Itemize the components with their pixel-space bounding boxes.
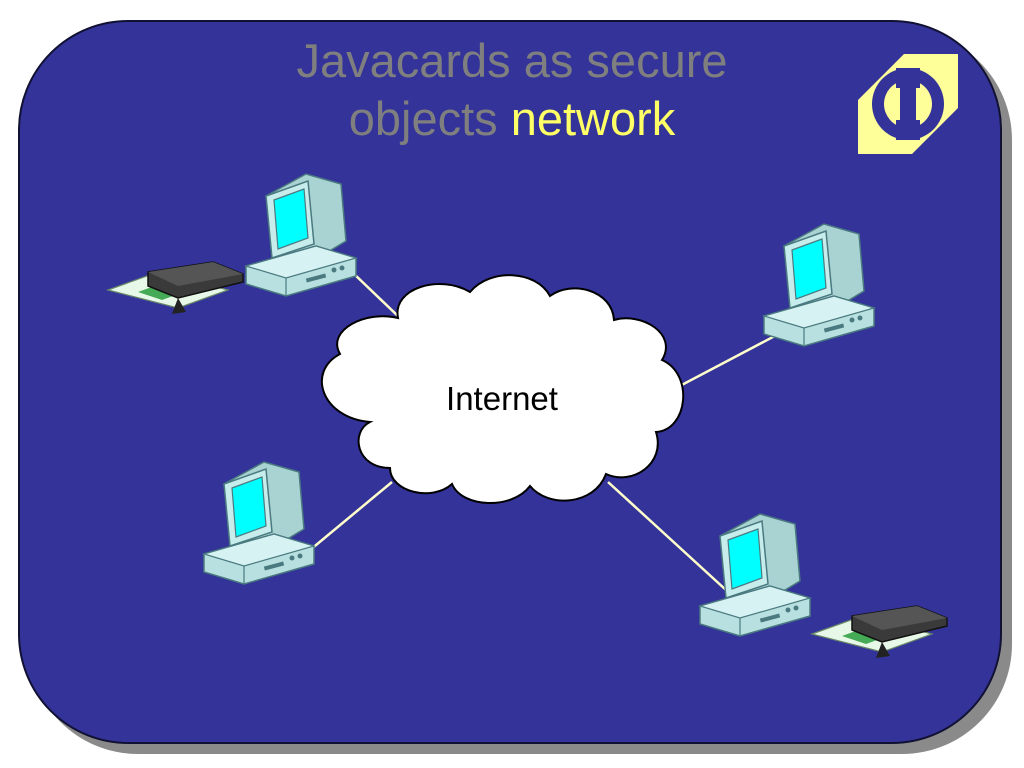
computer-icon — [699, 513, 811, 637]
computer-icon — [763, 223, 875, 347]
logo-icon — [858, 54, 958, 154]
title-line-1: Javacards as secure — [296, 34, 728, 87]
link-top-left — [351, 271, 401, 319]
cloud-label: Internet — [446, 380, 558, 417]
link-bottom-right — [607, 481, 727, 591]
computer-icon — [203, 461, 315, 585]
title-line-2-prefix: objects — [348, 92, 498, 145]
card-reader-icon — [107, 261, 244, 315]
computer-icon — [245, 173, 357, 297]
title-line-2-highlight: network — [510, 92, 676, 145]
cloud-icon — [321, 274, 685, 504]
card-reader-icon — [811, 605, 948, 659]
slide-title: Javacards as secure objects network — [0, 32, 1024, 148]
link-top-right — [675, 326, 791, 390]
